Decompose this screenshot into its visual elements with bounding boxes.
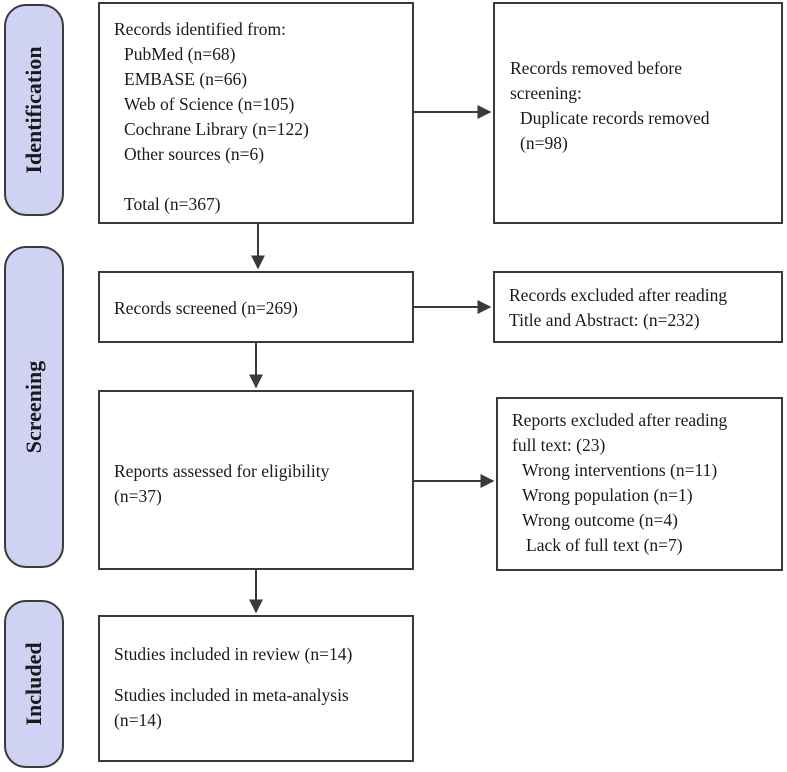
phase-included: Included: [4, 600, 64, 768]
box-records-screened: Records screened (n=269): [98, 271, 414, 343]
source-embase: EMBASE (n=66): [124, 69, 248, 89]
excluded-screen-line-2: Title and Abstract: (n=232): [509, 310, 700, 330]
assessed-line-1: Reports assessed for eligibility: [114, 461, 330, 481]
reason-interventions: Wrong interventions (n=11): [522, 460, 718, 480]
excluded-full-line-1: Reports excluded after reading: [512, 410, 728, 430]
box-records-identified: Records identified from: PubMed (n=68) E…: [98, 2, 414, 224]
box-reports-assessed: Reports assessed for eligibility (n=37): [98, 390, 414, 570]
reason-full-text: Lack of full text (n=7): [526, 535, 683, 555]
source-cochrane: Cochrane Library (n=122): [124, 119, 309, 139]
source-pubmed: PubMed (n=68): [124, 44, 236, 64]
included-meta-line-1: Studies included in meta-analysis: [114, 685, 349, 705]
source-web-of-science: Web of Science (n=105): [124, 94, 295, 114]
identified-total: Total (n=367): [124, 194, 221, 214]
box-records-removed: Records removed before screening: Duplic…: [493, 2, 783, 224]
included-meta-line-2: (n=14): [114, 710, 162, 730]
reason-population: Wrong population (n=1): [522, 485, 693, 505]
removed-line-3: Duplicate records removed: [520, 108, 710, 128]
box-studies-included: Studies included in review (n=14) Studie…: [98, 615, 414, 762]
excluded-screen-line-1: Records excluded after reading: [509, 285, 728, 305]
box-records-excluded: Records excluded after reading Title and…: [493, 271, 783, 343]
phase-identification: Identification: [4, 4, 64, 216]
identified-heading: Records identified from:: [114, 19, 287, 39]
box-reports-excluded: Reports excluded after reading full text…: [496, 397, 783, 571]
removed-line-4: (n=98): [520, 133, 568, 153]
excluded-full-line-2: full text: (23): [512, 435, 606, 455]
included-review: Studies included in review (n=14): [114, 644, 353, 664]
reason-outcome: Wrong outcome (n=4): [522, 510, 678, 530]
screened-text: Records screened (n=269): [114, 298, 298, 318]
phase-screening: Screening: [4, 246, 64, 568]
removed-line-1: Records removed before: [510, 58, 683, 78]
source-other: Other sources (n=6): [124, 144, 265, 164]
assessed-line-2: (n=37): [114, 486, 162, 506]
removed-line-2: screening:: [510, 83, 582, 103]
